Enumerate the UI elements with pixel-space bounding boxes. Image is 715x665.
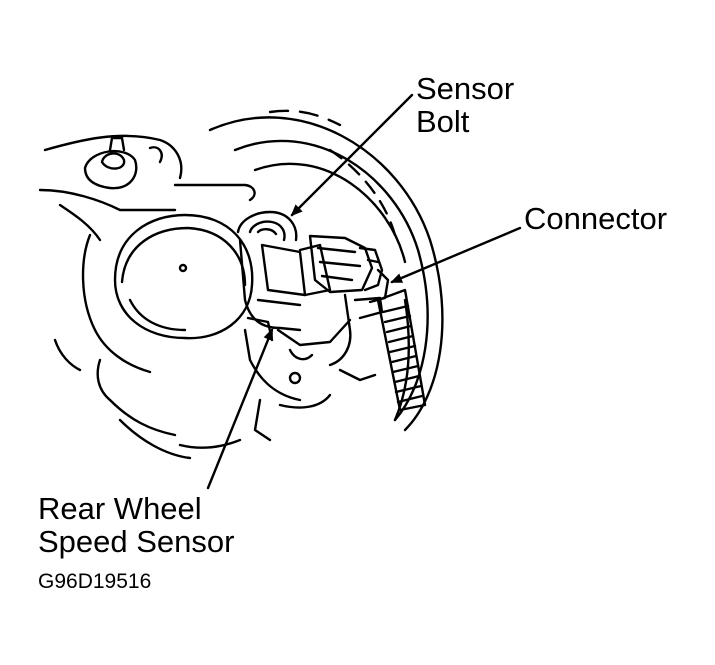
callout-rear-wheel-speed-sensor: Rear Wheel Speed Sensor xyxy=(38,492,234,558)
leader-connector xyxy=(390,226,522,284)
callout-sensor-bolt-line-2: Bolt xyxy=(416,104,470,139)
figure-id: G96D19516 xyxy=(38,570,152,593)
callout-connector: Connector xyxy=(524,202,667,235)
connector-plug xyxy=(308,234,390,382)
leader-speed-sensor xyxy=(206,328,274,490)
callout-connector-line-1: Connector xyxy=(524,201,668,236)
callout-speed-sensor-line-2: Speed Sensor xyxy=(38,524,235,559)
callout-sensor-bolt: Sensor Bolt xyxy=(416,72,514,138)
speed-sensor-body xyxy=(236,210,352,442)
hub xyxy=(53,213,254,460)
leader-lines xyxy=(206,93,522,490)
callout-sensor-bolt-line-1: Sensor xyxy=(416,71,515,106)
mounting-stud xyxy=(38,134,256,242)
tone-ring xyxy=(376,288,427,412)
leader-sensor-bolt xyxy=(290,93,414,217)
callout-speed-sensor-line-1: Rear Wheel xyxy=(38,491,202,526)
